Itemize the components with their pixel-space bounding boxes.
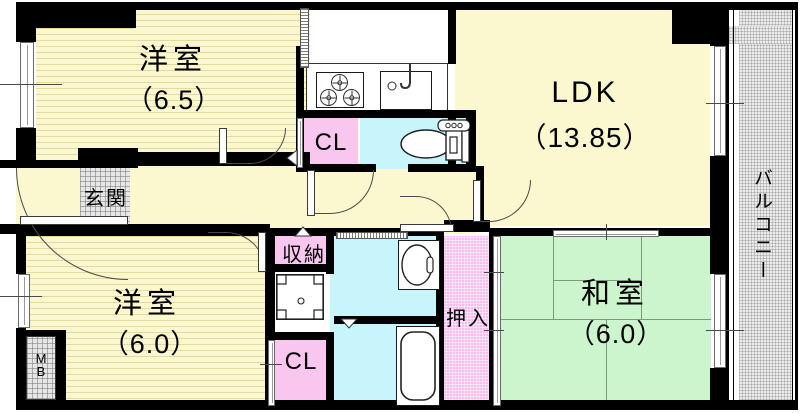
wall-exterior-left-lower <box>16 128 36 168</box>
wall-washroom-left <box>326 234 334 274</box>
wall-exterior-left-upper <box>16 2 36 42</box>
fusuma-tick <box>606 224 607 240</box>
ldk-door-leaf[interactable] <box>473 180 481 222</box>
oshiire-fusuma[interactable] <box>493 236 501 406</box>
wall-shuno-bottom <box>266 264 334 272</box>
balcony-floor-top <box>726 26 792 44</box>
oshiire-storage <box>443 236 493 406</box>
wall-toilet-bottom-2 <box>408 164 476 172</box>
wall-toilet-top <box>296 110 476 118</box>
stove-burner-top <box>331 74 348 91</box>
sink-drain-icon <box>387 81 397 91</box>
wall-exterior-top-left <box>16 2 136 28</box>
western-room-upper-floor-ext <box>134 8 310 32</box>
stove-burner-left <box>320 89 337 106</box>
western-room-lower-area: （6.0） <box>101 329 199 359</box>
closet-tick <box>260 364 282 365</box>
tatami-divider <box>553 236 554 319</box>
tatami-divider <box>553 280 641 281</box>
balcony-sliding-door-ldk[interactable] <box>714 46 726 156</box>
wall-ldk-right-lower <box>710 228 726 274</box>
ldk-area: （13.85） <box>518 122 652 153</box>
balcony-sliding-door-tatami[interactable] <box>714 274 726 368</box>
wall-tatami-right-bottom <box>710 368 726 408</box>
wall-bath-divider <box>334 316 442 324</box>
oshiire-tick <box>484 272 504 273</box>
wall-kitchen-left <box>296 46 304 110</box>
kitchen-sink <box>380 71 432 110</box>
wall-ldk-right-upper <box>710 8 726 46</box>
tatami-divider <box>500 319 711 320</box>
closet-lower-cl <box>271 339 327 406</box>
folding-door-marker-cl-upper <box>286 149 298 167</box>
meter-box-line1: M <box>35 351 47 366</box>
entrance-label: 玄関 <box>84 188 128 210</box>
window-upper-bedroom-left[interactable] <box>20 42 34 128</box>
toilet-icon <box>400 119 470 163</box>
wall-lower-bedroom-right <box>265 234 275 408</box>
japanese-room-name: 和室 <box>580 278 649 310</box>
japanese-room-area: （6.0） <box>567 319 665 349</box>
western-room-lower-name: 洋室 <box>112 288 181 320</box>
wall-balcony-top-notch <box>726 2 798 10</box>
western-room-upper-area: （6.5） <box>125 85 223 115</box>
tatami-divider <box>641 236 642 319</box>
sliding-door-bedroom-ldk[interactable] <box>300 8 309 68</box>
meter-box-line2: B <box>36 364 46 379</box>
meter-box-panel <box>26 336 56 400</box>
shuno-label: 収納 <box>282 244 326 266</box>
bedroom-upper-door-leaf[interactable] <box>219 128 227 164</box>
wall-washroom-left-2 <box>326 332 334 408</box>
stove-burner-right <box>343 89 360 106</box>
closet-upper-sliding-door[interactable] <box>297 118 303 168</box>
japanese-room-floor <box>500 236 711 406</box>
window-tick <box>0 84 62 85</box>
balcony-floor <box>739 10 792 403</box>
wall-balcony-bottom-notch <box>726 400 798 410</box>
window-tick <box>0 296 42 297</box>
folding-door-marker-bath <box>340 318 358 329</box>
western-room-upper-name: 洋室 <box>138 44 207 76</box>
faucet-icon <box>400 64 411 90</box>
wall-room65-bottom <box>78 148 138 168</box>
closet-lower-sliding-door[interactable] <box>268 340 275 406</box>
washroom-door-leaf[interactable] <box>400 224 454 232</box>
wall-exterior-bottom <box>16 400 726 410</box>
wall-ldk-bottom <box>444 220 490 232</box>
shuno-storage <box>272 234 334 268</box>
bathtub-icon <box>400 331 436 401</box>
wall-toilet-right <box>466 110 476 172</box>
bedroom-lower-door-leaf[interactable] <box>258 232 266 272</box>
ldk-name: LDK <box>551 76 619 109</box>
oshiire-label: 押入 <box>446 308 490 330</box>
tatami-divider <box>606 319 607 406</box>
wall-toilet-bottom <box>296 164 376 172</box>
wall-ldk-right-mid <box>710 156 726 232</box>
balcony-label: バルコニー <box>751 168 772 283</box>
closet-upper-label: CL <box>314 129 348 156</box>
toilet-door-leaf[interactable] <box>307 170 315 216</box>
wall-exterior-top <box>136 2 726 10</box>
window-tick <box>706 103 744 104</box>
wall-entry-left <box>0 160 18 168</box>
meter-box-label: M B <box>26 352 56 378</box>
wall-cl-lower-top <box>266 332 334 340</box>
wall-ldk-left-upper <box>448 8 456 64</box>
oshiire-tick <box>484 330 504 331</box>
window-tick <box>706 330 744 331</box>
washroom-window[interactable] <box>336 232 408 239</box>
entrance-door-leaf[interactable] <box>20 216 128 225</box>
window-lower-bedroom-left[interactable] <box>18 274 30 328</box>
wall-hall-top-divider <box>16 160 86 168</box>
washbasin-icon <box>401 244 434 286</box>
folding-door-marker-shuno <box>294 226 312 237</box>
washer-pan-icon <box>276 274 324 320</box>
wall-washroom-right <box>436 234 444 408</box>
closet-lower-label: CL <box>284 348 318 375</box>
wall-exterior-left-bottomroom-a <box>16 234 26 274</box>
